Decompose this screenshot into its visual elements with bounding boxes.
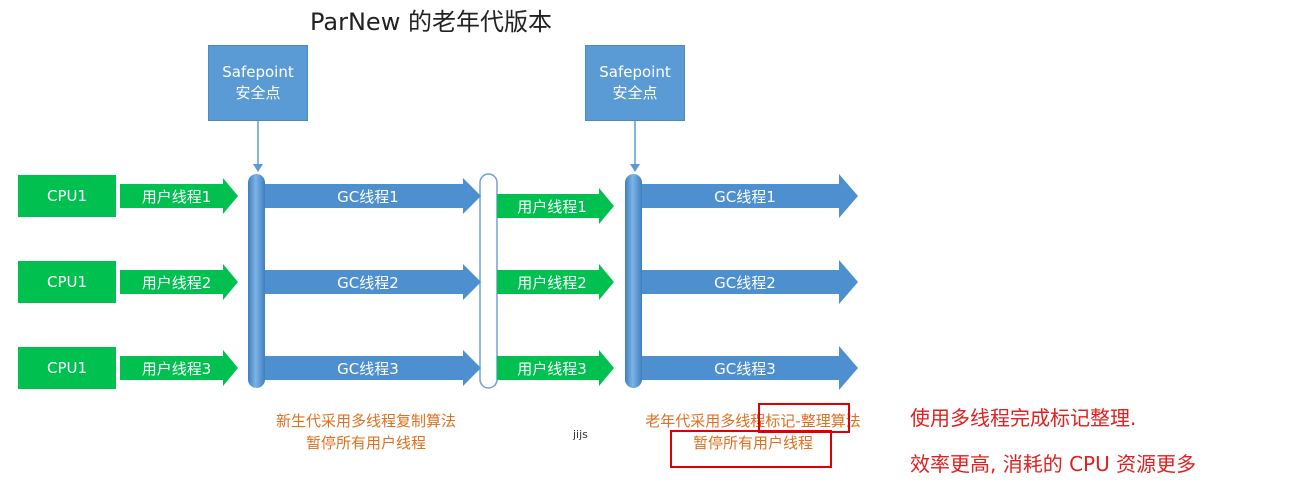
caption-line: 暂停所有用户线程	[305, 434, 426, 452]
gc-thread-arrow	[642, 260, 858, 304]
note-line-1: 使用多线程完成标记整理.	[910, 406, 1137, 430]
safepoint-box-right: Safepoint 安全点	[585, 45, 685, 121]
gc-thread-label: GC线程3	[337, 360, 399, 378]
diagram-title: ParNew 的老年代版本	[310, 8, 552, 36]
gc-thread-label: GC线程3	[714, 360, 776, 378]
gc-thread-arrow	[265, 264, 481, 300]
caption-line: 新生代采用多线程复制算法	[275, 412, 456, 430]
user-thread-arrow	[120, 178, 238, 214]
center-mark: jijs	[573, 428, 588, 441]
caption-old-gen: 老年代采用多线程标记-整理算法 暂停所有用户线程	[618, 410, 888, 454]
cpu-label: CPU1	[46, 273, 88, 291]
safepoint-label: Safepoint	[222, 63, 294, 81]
user-thread-label: 用户线程2	[141, 274, 212, 292]
gc-thread-label: GC线程1	[337, 188, 399, 206]
gc-thread-arrow	[642, 174, 858, 218]
gc-thread-label: GC线程1	[714, 188, 776, 206]
user-thread-arrow	[120, 264, 238, 300]
user-thread-label: 用户线程3	[517, 360, 587, 378]
user-thread-arrow	[497, 188, 614, 224]
connector-right	[630, 121, 640, 172]
safepoint-label: Safepoint	[599, 63, 671, 81]
user-thread-label: 用户线程2	[517, 274, 587, 292]
highlight-box-pause	[670, 430, 832, 468]
user-thread-label: 用户线程1	[517, 198, 587, 216]
cpu-label: CPU1	[46, 187, 88, 205]
safepoint-bar-right	[625, 174, 642, 388]
user-thread-label: 用户线程1	[141, 188, 212, 206]
cpu-label: CPU1	[46, 359, 88, 377]
caption-line: 暂停所有用户线程	[692, 434, 813, 452]
note-line-2: 效率更高, 消耗的 CPU 资源更多	[910, 452, 1197, 476]
user-thread-arrow	[120, 350, 238, 386]
user-thread-arrow	[497, 350, 614, 386]
safepoint-box-left: Safepoint 安全点	[208, 45, 308, 121]
caption-line: 老年代采用多线程标记-整理算法	[645, 412, 861, 430]
gc-thread-arrow	[642, 346, 858, 390]
gc-thread-arrow	[265, 350, 481, 386]
user-thread-arrow	[497, 264, 614, 300]
gc-thread-arrow	[265, 178, 481, 214]
gc-thread-label: GC线程2	[714, 274, 776, 292]
cpu-box-3: CPU1	[18, 347, 116, 389]
safepoint-sublabel: 安全点	[612, 84, 658, 102]
gc-thread-label: GC线程2	[337, 274, 399, 292]
user-thread-label: 用户线程3	[141, 360, 212, 378]
caption-young-gen: 新生代采用多线程复制算法 暂停所有用户线程	[246, 410, 486, 454]
cpu-box-1: CPU1	[18, 175, 116, 217]
safepoint-sublabel: 安全点	[235, 84, 281, 102]
safepoint-bar-left	[248, 174, 265, 388]
connector-left	[253, 121, 263, 172]
cpu-box-2: CPU1	[18, 261, 116, 303]
highlight-box-algorithm	[758, 403, 850, 433]
safepoint-bar-middle	[479, 173, 498, 389]
